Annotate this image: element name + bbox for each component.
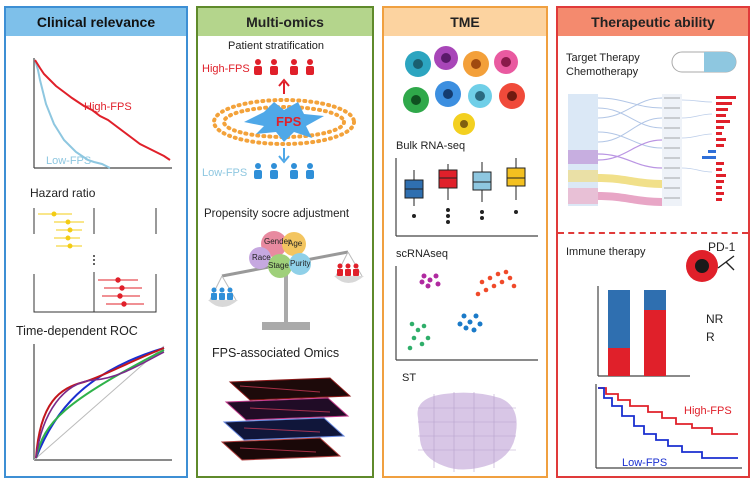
target-sankey — [568, 94, 736, 206]
red-group-icons — [337, 263, 359, 276]
arrow-down-icon — [278, 148, 290, 164]
hazard-ratio-title: Hazard ratio — [30, 186, 96, 200]
therapeutic-header: Therapeutic ability — [558, 8, 748, 36]
roc-plot — [33, 344, 172, 461]
section-divider — [558, 232, 748, 234]
ball-age: Age — [288, 239, 303, 248]
hazard-ratio-plot — [33, 208, 157, 313]
km-low-line — [34, 59, 111, 169]
multi-omics-panel: Multi-omics Patient stratification High-… — [196, 6, 374, 478]
ball-gender: Gender — [264, 237, 291, 246]
response-bars — [597, 286, 690, 377]
stratification-diagram: High-FPS FPS Low-FPS — [202, 59, 356, 179]
st-tissue — [417, 392, 517, 472]
chemotherapy-label: Chemotherapy — [566, 66, 639, 78]
propensity-label: Propensity socre adjustment — [204, 208, 350, 220]
omics-label: FPS-associated Omics — [212, 346, 340, 360]
target-therapy-label: Target Therapy — [566, 52, 640, 64]
bar2-nr — [644, 290, 666, 310]
clinical-relevance-title: Clinical relevance — [36, 14, 156, 30]
roc-purple — [35, 351, 165, 459]
ball-purity: Purity — [290, 259, 310, 268]
tme-title: TME — [450, 14, 480, 30]
km-high-line — [34, 59, 171, 161]
km-low-text: Low-FPS — [46, 155, 91, 167]
sc-label: scRNAseq — [396, 248, 448, 260]
pd1-label: PD-1 — [708, 240, 736, 254]
bar1-r — [608, 348, 630, 376]
st-label: ST — [402, 372, 417, 384]
blue-group-icons — [211, 287, 233, 300]
km-curve-therapeutic: High-FPS Low-FPS — [595, 384, 742, 469]
roc-green — [35, 349, 165, 459]
high-fps-text: High-FPS — [202, 63, 250, 75]
roc-blue — [35, 347, 165, 459]
nr-label: NR — [706, 312, 724, 326]
bulk-label: Bulk RNA-seq — [396, 140, 466, 152]
km2-high-line — [598, 387, 738, 435]
bar1-nr — [608, 290, 630, 348]
ball-stage: Stage — [268, 261, 289, 270]
km2-low-text: Low-FPS — [622, 457, 667, 469]
bar2-r — [644, 310, 666, 376]
immune-therapy-label: Immune therapy — [566, 246, 646, 258]
r-label: R — [706, 330, 715, 344]
fps-center-text: FPS — [276, 114, 302, 129]
omics-layers — [220, 377, 352, 461]
immune-cell-icon — [686, 250, 735, 282]
km-curve-clinical: High-FPS Low-FPS — [33, 58, 172, 169]
km-high-text: High-FPS — [84, 101, 132, 113]
therapeutic-title: Therapeutic ability — [591, 14, 715, 30]
km2-low-line — [598, 387, 738, 459]
km2-high-text: High-FPS — [684, 405, 732, 417]
tme-panel: TME Bulk RNA-seq — [382, 6, 548, 478]
scale-diagram: Gender Race Age Stage Purity — [208, 231, 364, 330]
multi-omics-header: Multi-omics — [198, 8, 372, 36]
clinical-relevance-header: Clinical relevance — [6, 8, 186, 36]
arrow-up-icon — [278, 78, 290, 94]
sc-scatter — [395, 266, 538, 361]
pill-icon — [671, 51, 737, 73]
cell-cluster — [403, 46, 525, 135]
blue-person-icons — [254, 163, 314, 179]
multi-omics-title: Multi-omics — [246, 14, 324, 30]
ball-race: Race — [252, 253, 271, 262]
therapeutic-panel: Therapeutic ability Target Therapy Chemo… — [556, 6, 750, 478]
roc-title: Time-dependent ROC — [16, 324, 138, 338]
bulk-boxplots — [395, 158, 538, 237]
low-fps-text: Low-FPS — [202, 167, 247, 179]
tme-header: TME — [384, 8, 546, 36]
red-person-icons — [254, 59, 314, 75]
clinical-relevance-panel: Clinical relevance High-FPS Low-FPS Haza… — [4, 6, 188, 478]
fps-burst — [244, 102, 324, 142]
stratification-label: Patient stratification — [228, 40, 324, 52]
